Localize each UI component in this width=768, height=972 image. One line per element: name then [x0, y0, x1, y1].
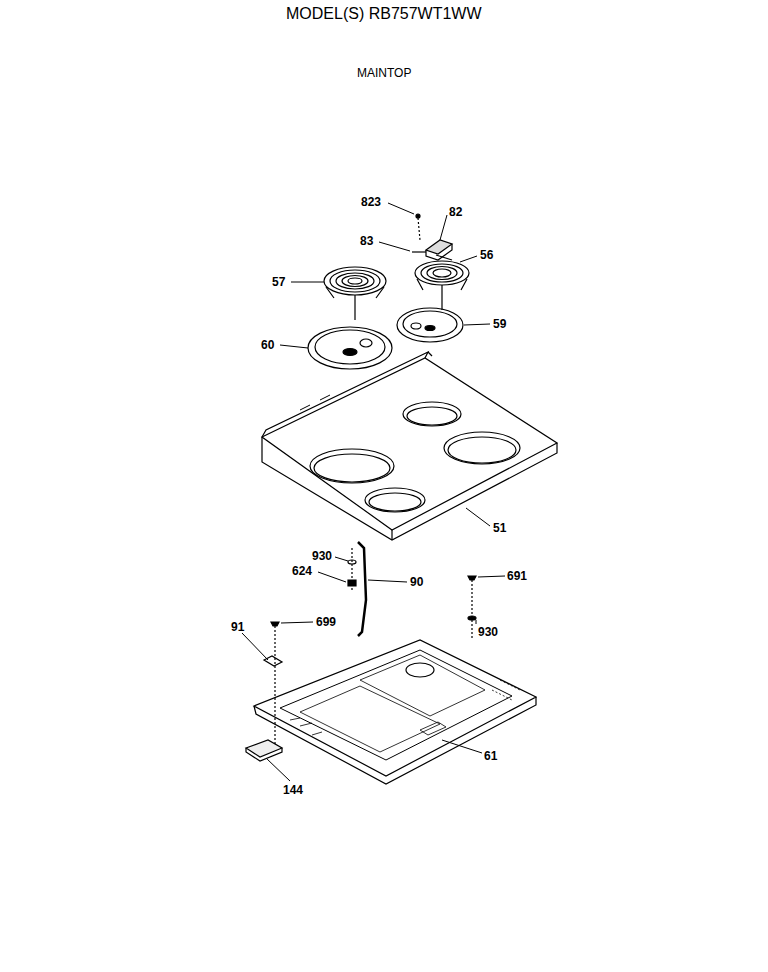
callout-number: 930: [312, 550, 332, 562]
terminal-block: [412, 214, 452, 260]
bracket: [246, 740, 282, 761]
callout-number: 82: [449, 206, 462, 218]
callout-number: 699: [316, 616, 336, 628]
model-title: MODEL(S) RB757WT1WW: [286, 6, 482, 22]
screw-washer: [468, 576, 476, 640]
cooktop-maintop: [262, 352, 557, 540]
callout-number: 61: [484, 750, 497, 762]
section-title: MAINTOP: [357, 67, 411, 79]
drip-pan-small: [397, 308, 463, 342]
callout-number: 83: [360, 235, 373, 247]
callout-number: 59: [493, 318, 506, 330]
callout-number: 624: [292, 565, 312, 577]
callout-number: 90: [410, 576, 423, 588]
callout-number: 51: [493, 522, 506, 534]
callout-number: 691: [507, 570, 527, 582]
burner-box-pan: [254, 640, 536, 784]
surface-burner-small: [415, 255, 469, 310]
drip-pan-large: [308, 327, 392, 369]
surface-burner-large: [324, 267, 386, 320]
callout-number: 60: [261, 339, 274, 351]
callout-number: 930: [478, 626, 498, 638]
callout-number: 56: [480, 249, 493, 261]
callout-number: 144: [283, 784, 303, 796]
callout-number: 91: [231, 621, 244, 633]
callout-number: 823: [361, 196, 381, 208]
callout-number: 57: [272, 276, 285, 288]
support-rod: [348, 542, 366, 636]
leader-lines: [242, 203, 505, 781]
